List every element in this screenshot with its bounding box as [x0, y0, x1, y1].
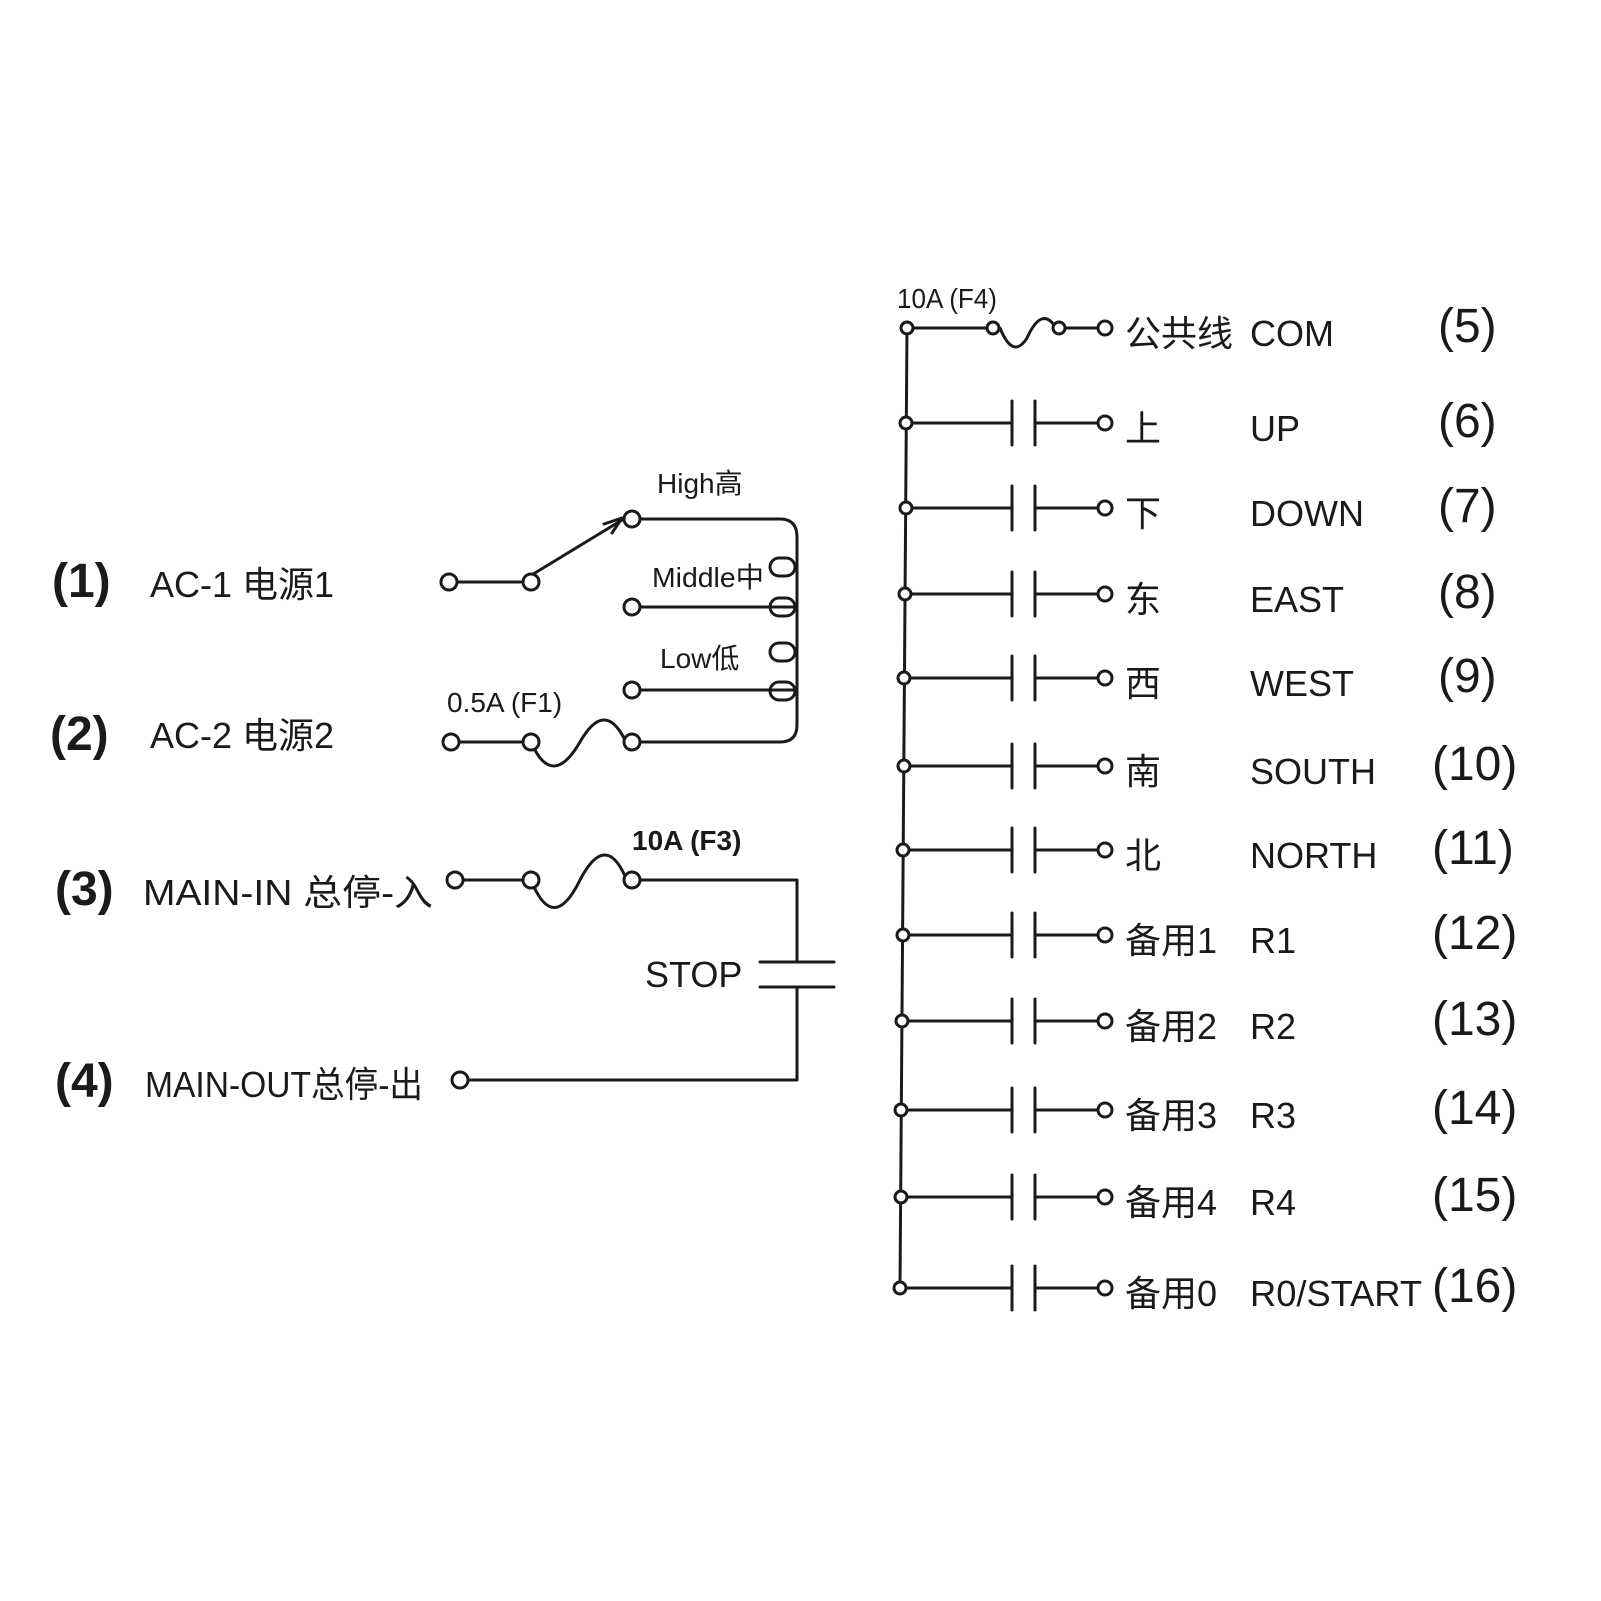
output-cn-south: 南 — [1125, 751, 1161, 792]
input-label-main-in: MAIN-IN 总停-入 — [143, 872, 433, 913]
output-cn-east: 东 — [1125, 579, 1161, 620]
output-cn-up: 上 — [1125, 408, 1161, 449]
output-cn-north: 北 — [1125, 835, 1161, 876]
output-cn-down: 下 — [1125, 493, 1161, 534]
output-en-up: UP — [1250, 408, 1300, 449]
output-number-down: (7) — [1438, 480, 1497, 533]
output-cn-com: 公共线 — [1125, 313, 1233, 354]
contact-west — [896, 654, 1114, 702]
input-number-4: (4) — [55, 1055, 114, 1108]
output-en-r4: R4 — [1250, 1182, 1296, 1223]
terminal-north — [1096, 841, 1114, 859]
terminal-ac1 — [439, 572, 459, 592]
terminal-high — [622, 509, 642, 529]
output-number-r1: (12) — [1432, 907, 1517, 960]
output-row-com: 10A (F4) — [897, 283, 1114, 349]
terminal-r1 — [1096, 926, 1114, 944]
terminal-r2 — [1096, 1012, 1114, 1030]
output-number-north: (11) — [1432, 822, 1514, 875]
terminal-r0-start — [1096, 1279, 1114, 1297]
speed-selector-switch: High高 Middle中 Low低 — [439, 468, 764, 700]
contact-up — [898, 399, 1114, 447]
input-label-ac1: AC-1 电源1 — [150, 564, 334, 605]
switch-label-low: Low低 — [660, 643, 739, 674]
output-cn-r2: 备用2 — [1125, 1006, 1217, 1047]
terminal-south — [1096, 757, 1114, 775]
switch-pivot — [521, 572, 541, 592]
terminal-west — [1096, 669, 1114, 687]
output-en-r3: R3 — [1250, 1095, 1296, 1136]
output-number-east: (8) — [1438, 566, 1497, 619]
terminal-com — [1096, 319, 1114, 337]
output-en-r1: R1 — [1250, 920, 1296, 961]
contact-r3 — [893, 1086, 1114, 1134]
output-number-r3: (14) — [1432, 1082, 1517, 1135]
contact-south — [896, 742, 1114, 790]
terminal-middle — [622, 597, 642, 617]
output-en-east: EAST — [1250, 579, 1344, 620]
output-number-west: (9) — [1438, 650, 1497, 703]
terminal-r3 — [1096, 1101, 1114, 1119]
output-en-r2: R2 — [1250, 1006, 1296, 1047]
fuse-f1-label: 0.5A (F1) — [447, 687, 562, 718]
input-number-1: (1) — [52, 555, 111, 608]
terminal-r4 — [1096, 1188, 1114, 1206]
output-cn-r0-start: 备用0 — [1125, 1273, 1217, 1314]
transformer-winding — [638, 517, 799, 744]
output-number-r0-start: (16) — [1432, 1260, 1517, 1313]
contact-r2 — [894, 997, 1114, 1045]
switch-label-middle: Middle中 — [652, 562, 764, 593]
input-number-2: (2) — [50, 708, 109, 761]
output-number-com: (5) — [1438, 300, 1497, 353]
output-number-r4: (15) — [1432, 1169, 1517, 1222]
terminal-up — [1096, 414, 1114, 432]
stop-label: STOP — [645, 954, 742, 995]
terminal-east — [1096, 585, 1114, 603]
terminal-down — [1096, 499, 1114, 517]
terminal-low — [622, 680, 642, 700]
output-bus — [898, 326, 909, 1290]
contact-east — [897, 570, 1114, 618]
output-number-r2: (13) — [1432, 993, 1517, 1046]
input-label-main-out: MAIN-OUT总停-出 — [145, 1064, 423, 1105]
output-en-north: NORTH — [1250, 835, 1377, 876]
output-en-down: DOWN — [1250, 493, 1364, 534]
output-en-r0-start: R0/START — [1250, 1273, 1422, 1314]
output-number-up: (6) — [1438, 395, 1497, 448]
input-number-3: (3) — [55, 863, 114, 916]
output-cn-r1: 备用1 — [1125, 920, 1217, 961]
fuse-f3-label: 10A (F3) — [632, 825, 741, 856]
terminal-ac2 — [441, 732, 461, 752]
output-number-south: (10) — [1432, 738, 1517, 791]
contact-r0-start — [892, 1264, 1114, 1312]
output-en-west: WEST — [1250, 663, 1354, 704]
output-labels: 公共线 COM (5) 上 UP (6) 下 DOWN (7) 东 EAST (8) 西 WEST (9) 南… — [1125, 300, 1517, 1314]
contact-down — [898, 484, 1114, 532]
output-en-south: SOUTH — [1250, 751, 1376, 792]
output-cn-r3: 备用3 — [1125, 1095, 1217, 1136]
output-contacts — [892, 399, 1114, 1312]
terminal-main-in — [445, 870, 465, 890]
emergency-stop-circuit: 10A (F3) STOP — [445, 825, 836, 1090]
contact-north — [895, 826, 1114, 874]
output-en-com: COM — [1250, 313, 1334, 354]
switch-label-high: High高 — [657, 468, 743, 499]
output-cn-west: 西 — [1125, 663, 1161, 704]
contact-r4 — [893, 1173, 1114, 1221]
fuse-f4-label: 10A (F4) — [897, 283, 997, 314]
contact-r1 — [895, 911, 1114, 959]
fuse-f1: 0.5A (F1) — [441, 687, 642, 768]
input-label-ac2: AC-2 电源2 — [150, 715, 334, 756]
terminal-main-out — [450, 1070, 470, 1090]
output-cn-r4: 备用4 — [1125, 1182, 1217, 1223]
